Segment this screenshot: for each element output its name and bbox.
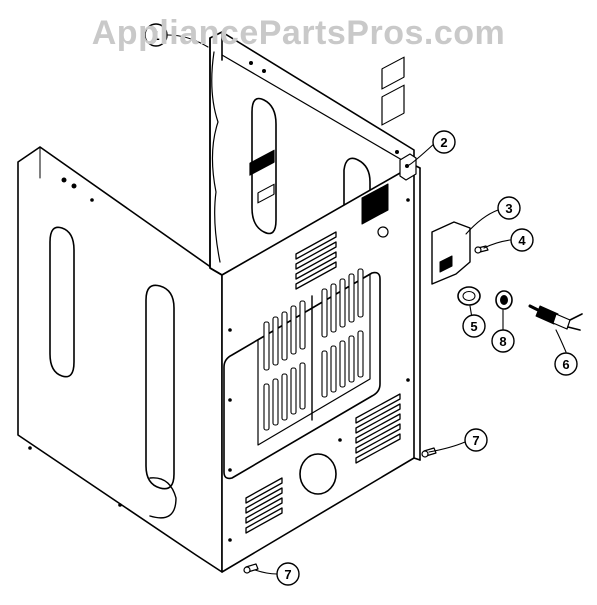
callout-2: 2 [432,130,456,154]
top-corner-bracket [399,153,417,181]
callout-6: 6 [554,352,578,376]
callout-7a: 7 [464,428,488,452]
callout-3: 3 [497,196,521,220]
power-cord-6 [528,304,583,331]
callout-8: 8 [491,329,515,353]
callout-7a-label: 7 [472,433,479,448]
callout-2-label: 2 [440,135,447,150]
grommet-8 [495,290,513,310]
cabinet-side-panel [17,146,223,573]
callout-6-label: 6 [562,357,569,372]
screw-7b [243,563,259,574]
callout-4-label: 4 [518,233,526,248]
callout-5-label: 5 [470,319,477,334]
callout-4: 4 [510,228,534,252]
label-plate-upper [381,56,405,90]
exhaust-opening [299,453,337,495]
cabinet-rear-panel [221,56,421,573]
callout-7b: 7 [276,562,300,586]
label-plate-lower [381,84,405,126]
callout-7b-label: 7 [284,567,291,582]
central-vent-grille [223,268,381,480]
screw-7a [421,447,437,458]
strain-relief-5 [457,286,481,306]
callout-1-label: 1 [152,28,159,43]
terminal-block-cover [431,221,471,285]
callout-1: 1 [144,23,168,47]
callout-8-label: 8 [499,334,506,349]
callout-5: 5 [462,314,486,338]
callout-3-label: 3 [505,201,512,216]
